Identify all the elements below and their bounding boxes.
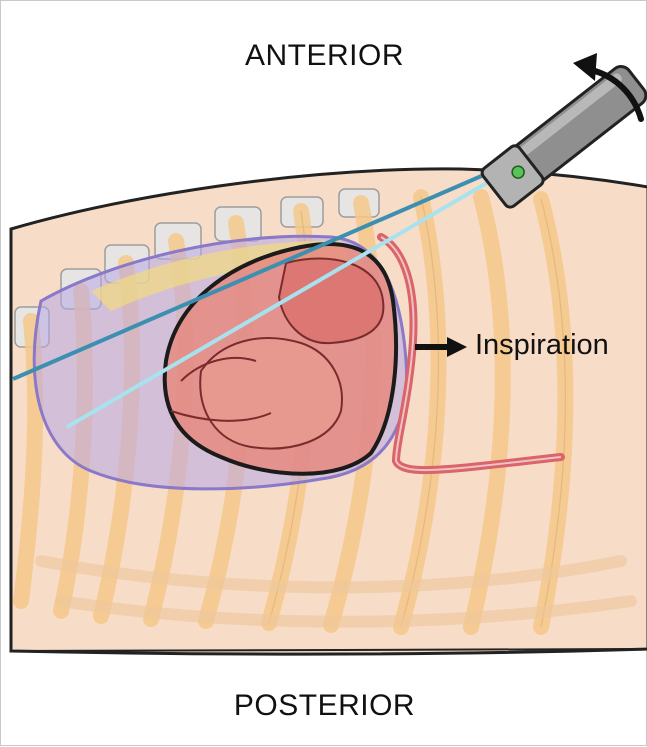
heart-chamber-lower (200, 338, 342, 448)
posterior-label: POSTERIOR (1, 689, 647, 723)
inspiration-label: Inspiration (475, 329, 609, 362)
anterior-label: ANTERIOR (1, 39, 647, 73)
